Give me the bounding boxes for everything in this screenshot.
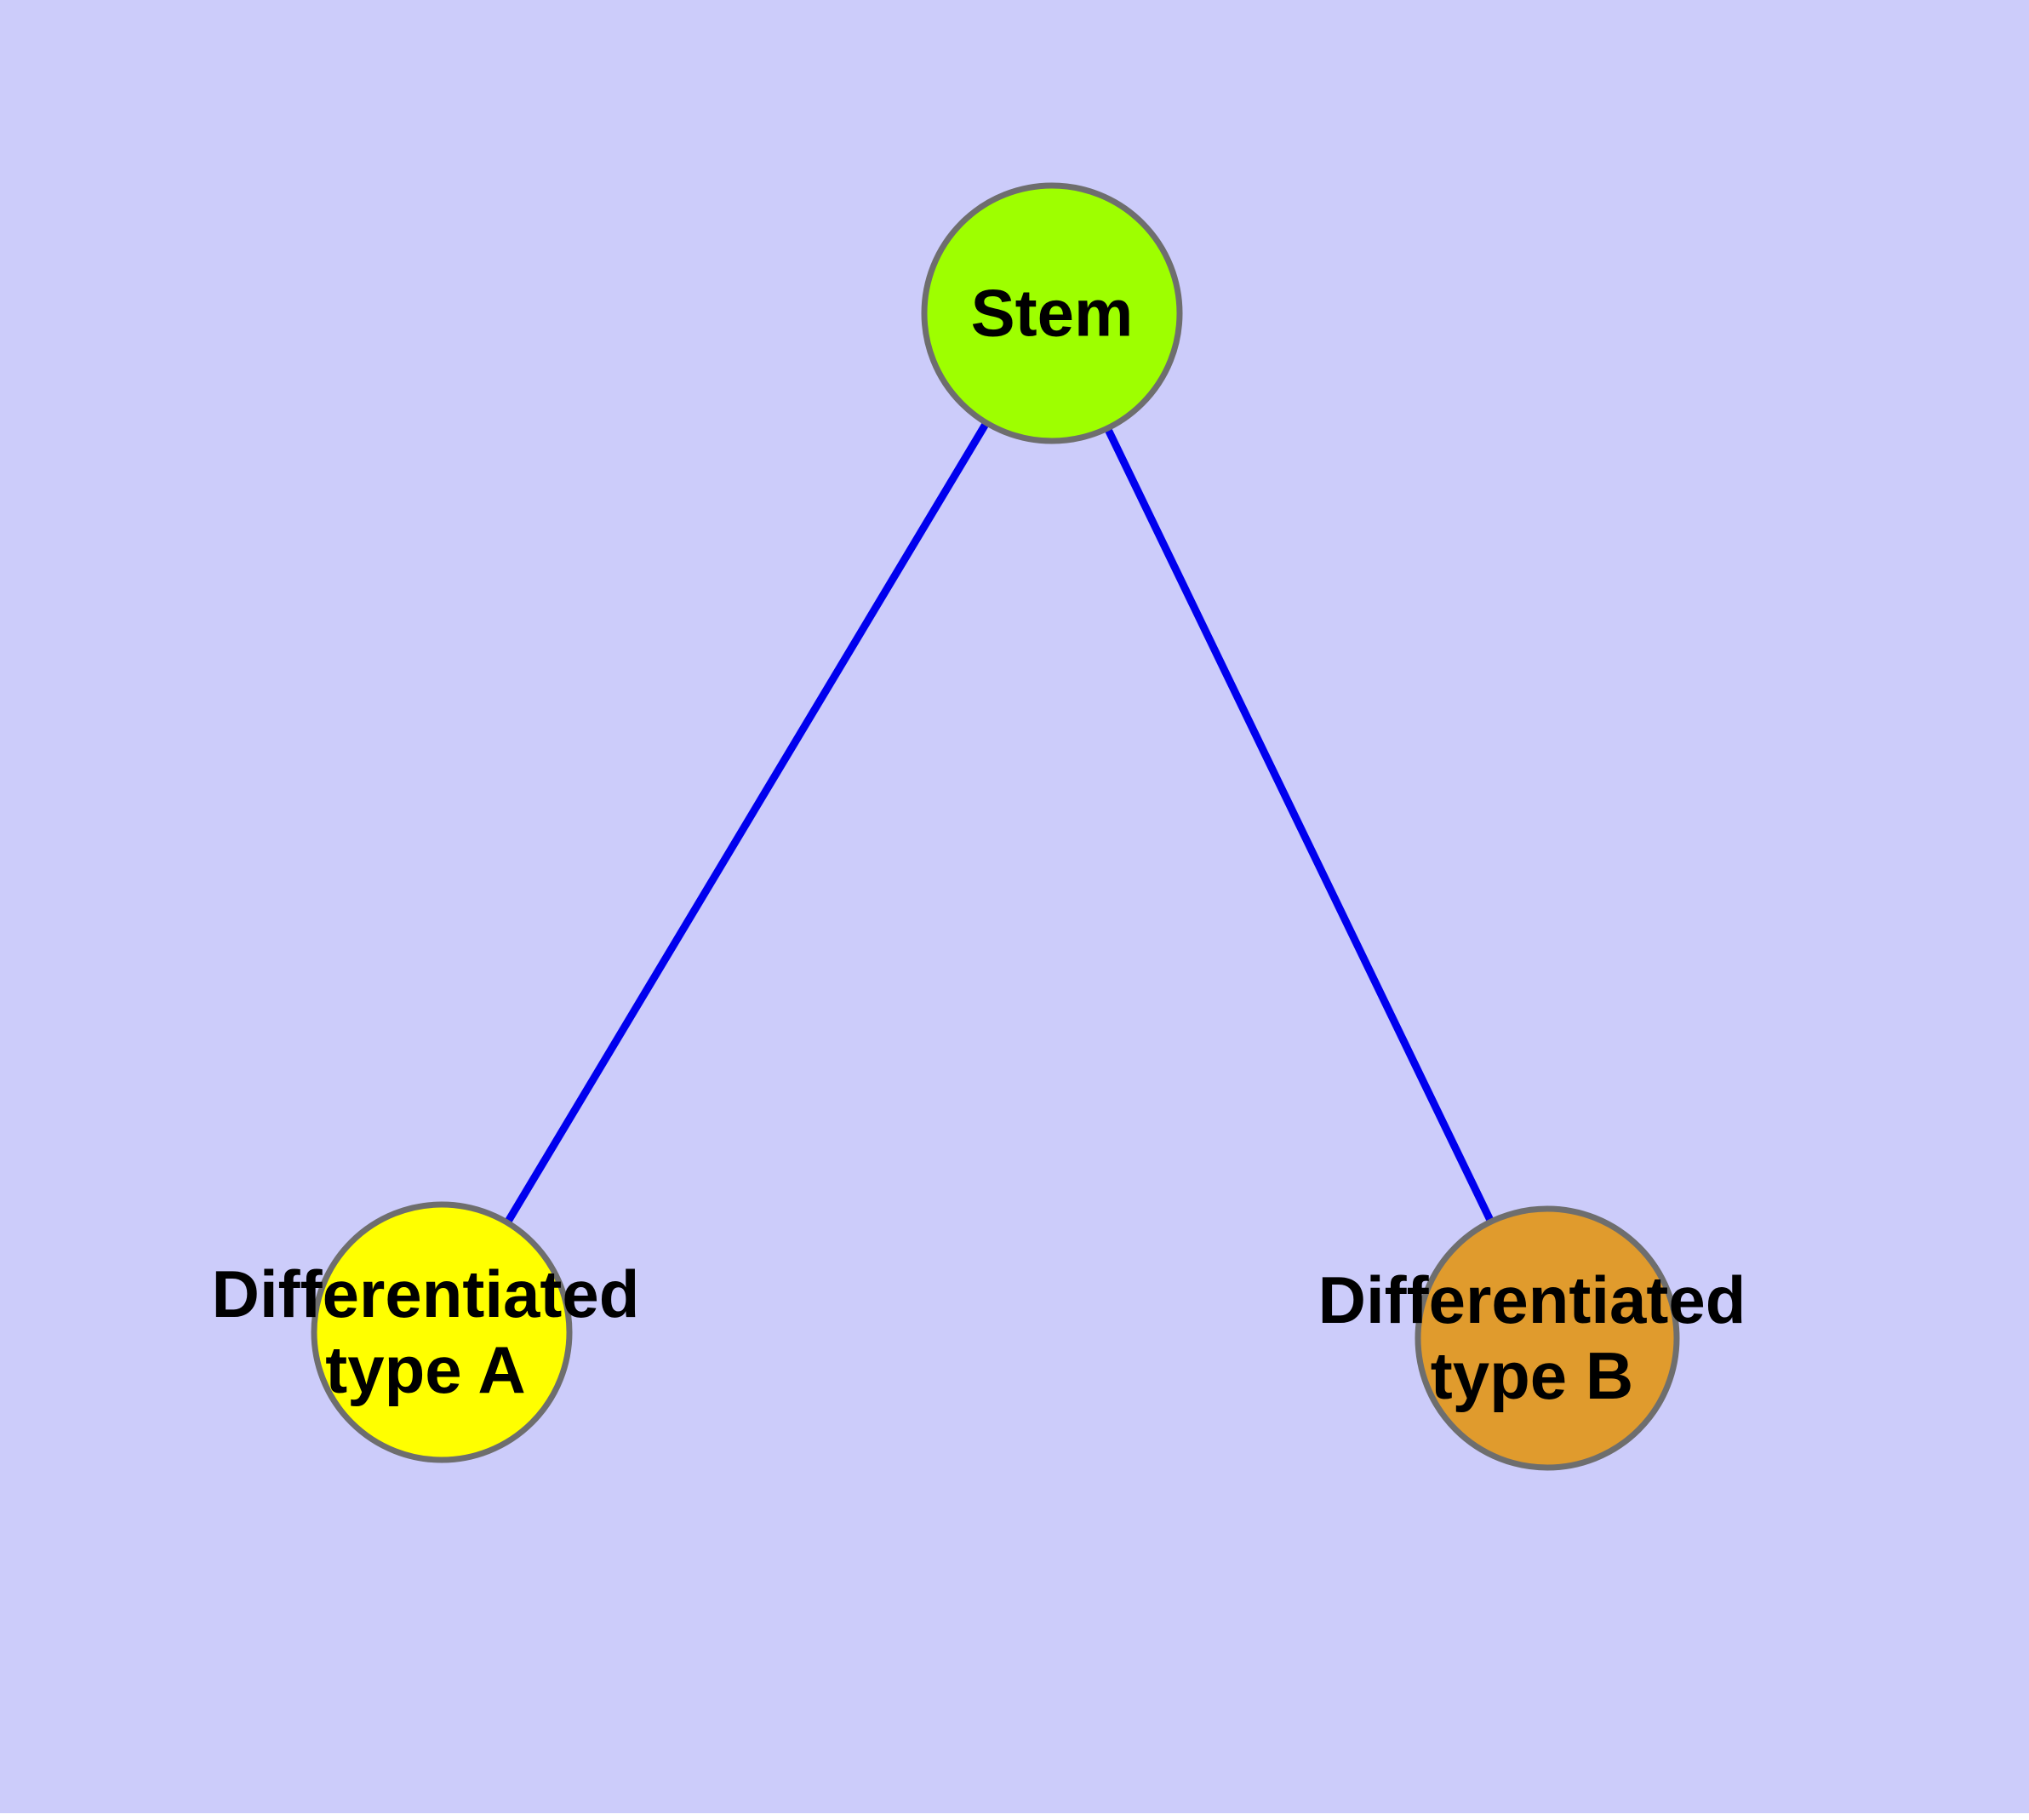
edge-stem-to-diff-b [1104,426,1495,1224]
edge-layer [504,421,1495,1225]
node-layer [311,182,1680,1471]
node-differentiated-type-b[interactable] [1415,1205,1680,1471]
node-differentiated-type-a[interactable] [311,1201,573,1463]
node-stem[interactable] [921,182,1183,444]
edge-stem-to-diff-a [504,421,990,1225]
